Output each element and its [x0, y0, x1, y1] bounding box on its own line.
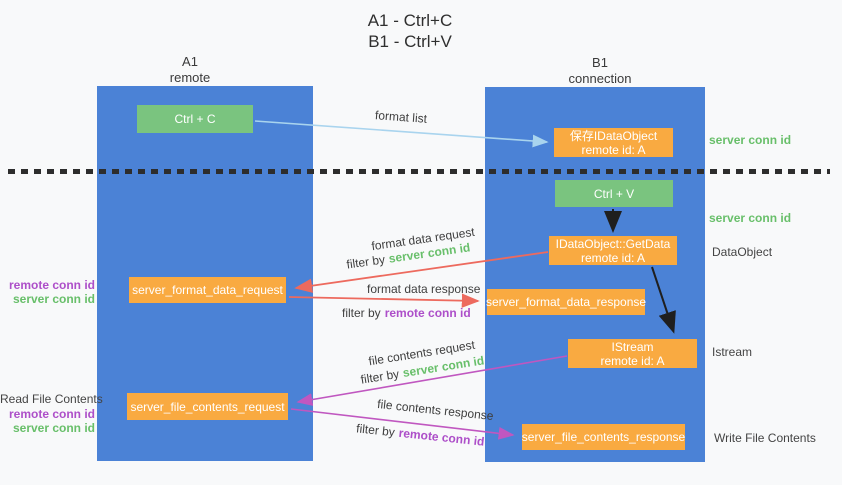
node-server-format-data-response-label: server_format_data_response [485, 295, 647, 309]
node-server-file-contents-response: server_file_contents_response [522, 424, 685, 450]
filter-by-prefix: filter by [359, 366, 401, 387]
lane-b1-role: connection [568, 71, 632, 86]
machine-boundary-dotted-line [8, 169, 830, 174]
format-list-label: format list [374, 108, 428, 126]
node-server-file-contents-request: server_file_contents_request [127, 393, 288, 420]
left-remote-conn-id-label-2: remote conn id [8, 407, 95, 421]
format-data-response-label: format data response [367, 282, 481, 296]
node-server-format-data-request: server_format_data_request [129, 277, 286, 303]
left-remote-conn-id-label: remote conn id [8, 278, 95, 292]
remote-conn-id-key: remote conn id [384, 306, 471, 320]
format-data-response-arrow [288, 293, 480, 308]
node-save-idataobject: 保存IDataObject remote id: A [554, 128, 673, 157]
node-istream-line1: IStream [611, 339, 654, 354]
istream-label: Istream [712, 345, 753, 359]
node-ctrl-v-label: Ctrl + V [593, 186, 635, 201]
filter-by-prefix: filter by [345, 252, 386, 272]
right-server-conn-id-label-mid: server conn id [709, 211, 792, 225]
node-istream: IStream remote id: A [568, 339, 697, 368]
node-server-file-contents-response-label: server_file_contents_response [521, 430, 686, 444]
right-server-conn-id-label-top: server conn id [709, 133, 792, 147]
node-idataobject-getdata-line2: remote id: A [580, 250, 646, 265]
node-istream-line2: remote id: A [600, 353, 665, 368]
title-line-2: B1 - Ctrl+V [368, 32, 452, 51]
title-line-1: A1 - Ctrl+C [367, 11, 453, 30]
filter-by-prefix: filter by [355, 421, 396, 440]
node-ctrl-c-label: Ctrl + C [174, 112, 216, 126]
lane-a1-name: A1 [182, 54, 198, 69]
diagram-title: A1 - Ctrl+C B1 - Ctrl+V [300, 10, 520, 52]
file-contents-response-label: file contents response [376, 396, 495, 424]
dataobject-label: DataObject [712, 245, 773, 259]
lane-a1-role: remote [169, 70, 211, 85]
lane-b1-name: B1 [592, 55, 608, 70]
remote-conn-id-key: remote conn id [398, 425, 486, 449]
node-ctrl-c: Ctrl + C [137, 105, 253, 133]
lane-header-a1: A1 remote [130, 54, 250, 86]
read-file-contents-label: Read File Contents [0, 392, 103, 406]
node-ctrl-v: Ctrl + V [555, 180, 673, 207]
node-save-idataobject-line2: remote id: A [581, 142, 646, 157]
node-save-idataobject-line1: 保存IDataObject [569, 128, 658, 143]
node-server-format-data-response: server_format_data_response [485, 289, 647, 315]
node-idataobject-getdata-line1: IDataObject::GetData [555, 236, 671, 251]
filter-by-prefix: filter by [342, 306, 381, 320]
write-file-contents-label: Write File Contents [714, 431, 816, 445]
left-server-conn-id-label-2: server conn id [12, 421, 95, 435]
node-server-file-contents-request-label: server_file_contents_request [130, 399, 285, 414]
lane-header-b1: B1 connection [540, 55, 660, 87]
node-server-format-data-request-label: server_format_data_request [132, 283, 283, 297]
node-idataobject-getdata: IDataObject::GetData remote id: A [549, 236, 677, 265]
left-server-conn-id-label: server conn id [12, 292, 95, 306]
